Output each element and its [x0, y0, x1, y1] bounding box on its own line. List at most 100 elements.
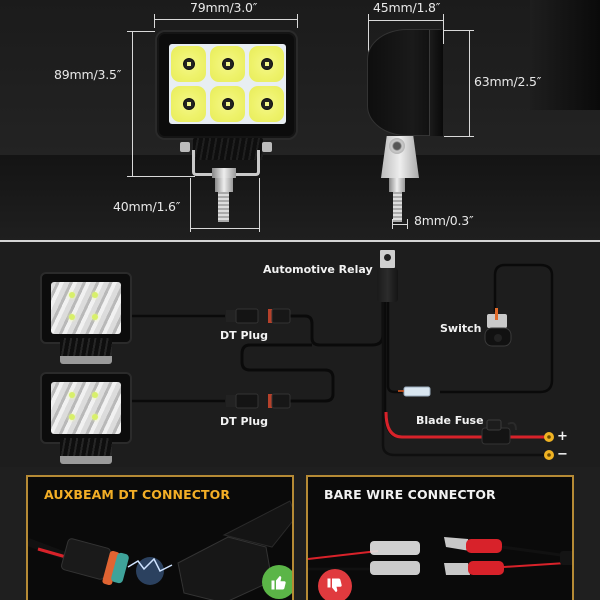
bare-wire-title: BARE WIRE CONNECTOR [324, 487, 496, 502]
dt-male-housing [177, 536, 273, 600]
mount-nut [212, 168, 236, 178]
relay-mount-tab [380, 250, 395, 268]
dim-tick [127, 31, 155, 32]
spark [127, 557, 173, 573]
relay-switch-wire [386, 300, 402, 394]
dim-tick [368, 14, 369, 54]
female-spade-terminal [370, 541, 420, 555]
led-cell [249, 86, 284, 122]
light-pod-bottom [40, 372, 132, 444]
led-cell [210, 86, 245, 122]
positive-wire [384, 411, 548, 439]
light-pod-lens [51, 382, 121, 434]
automotive-relay [377, 268, 398, 302]
thumbs-down-badge [318, 569, 352, 600]
led-cell [210, 46, 245, 82]
led [92, 292, 98, 298]
dim-tick [190, 178, 191, 232]
negative-sign: − [557, 447, 568, 462]
switch-connector [403, 386, 431, 397]
bracket-pivot-bolt [262, 142, 272, 152]
fuse-cap-tether [507, 421, 517, 431]
side-height-label: 63mm/2.5″ [474, 74, 542, 89]
female-spade-terminal [370, 561, 420, 575]
dim-tick [297, 14, 298, 28]
harness-bottom-branch [240, 343, 335, 403]
led-cell [171, 46, 206, 82]
front-lamp-heatsink [193, 138, 263, 160]
front-width-line [154, 19, 298, 20]
bolt-diameter-label: 8mm/0.3″ [414, 213, 474, 228]
red-insulator [468, 561, 504, 575]
led-cell [249, 46, 284, 82]
led [69, 414, 75, 420]
dt-connector-panel: AUXBEAM DT CONNECTOR [26, 475, 294, 600]
dimensions-section: 79mm/3.0″ 89mm/3.5″ 40mm/1.6″ 45mm/1.8″ [0, 0, 600, 240]
switch-label: Switch [440, 322, 482, 335]
mount-bolt [393, 192, 402, 222]
light-pod-top [40, 272, 132, 344]
side-height-line [469, 30, 470, 137]
led [69, 292, 75, 298]
backdrop-floor [0, 155, 600, 240]
connector-comparison-section: AUXBEAM DT CONNECTOR BARE WIRE CONNECTOR [0, 467, 600, 600]
bracket-width-label: 40mm/1.6″ [113, 199, 181, 214]
thumbs-down-icon [327, 578, 342, 592]
mount-nut [215, 178, 233, 192]
front-height-label: 89mm/3.5″ [54, 67, 122, 82]
mount-bolt [218, 192, 229, 222]
male-spade-terminal [444, 563, 470, 575]
wiring-diagram-section: Automotive Relay Switch DT Plug DT Plug … [0, 242, 600, 467]
thumbs-up-icon [271, 576, 286, 590]
dim-tick [392, 219, 393, 229]
dt-connector-image [28, 500, 292, 600]
led-cell [171, 86, 206, 122]
led [92, 392, 98, 398]
side-mount-knob [389, 138, 405, 154]
led [69, 392, 75, 398]
front-width-label: 79mm/3.0″ [190, 0, 258, 15]
rocker-switch [484, 308, 512, 347]
bolt-diameter-line [392, 224, 408, 225]
dim-tick [444, 30, 474, 31]
side-lamp-face [429, 30, 443, 136]
backdrop-wall [0, 0, 600, 155]
dt-plug-label-bottom: DT Plug [220, 415, 269, 428]
relay-label: Automotive Relay [263, 263, 373, 276]
switch-wire-loop [440, 263, 554, 394]
dim-tick [443, 14, 444, 44]
side-depth-label: 45mm/1.8″ [373, 0, 441, 15]
backdrop-shadow [530, 0, 600, 110]
led-lens-grid [169, 44, 286, 124]
side-depth-line [368, 20, 444, 21]
bracket-pivot-bolt [180, 142, 190, 152]
negative-wire [381, 300, 548, 457]
dt-plug-top [226, 308, 291, 324]
front-lamp-image [155, 30, 298, 140]
dim-tick [259, 178, 260, 232]
led [92, 414, 98, 420]
dim-tick [154, 14, 155, 28]
section-divider [0, 240, 600, 242]
bare-wire-image [308, 537, 572, 575]
led [69, 314, 75, 320]
dt-connector-title: AUXBEAM DT CONNECTOR [44, 487, 231, 502]
blade-fuse-label: Blade Fuse [416, 414, 484, 427]
dt-plug-label-top: DT Plug [220, 329, 269, 342]
harness-top-branch [290, 300, 385, 347]
dim-tick [407, 219, 408, 229]
wiring-harness [130, 263, 554, 460]
blade-fuse-cap [486, 419, 502, 431]
led [92, 314, 98, 320]
mount-nut [389, 178, 405, 192]
bare-wire-panel: BARE WIRE CONNECTOR [306, 475, 574, 600]
dim-tick [444, 136, 474, 137]
dim-tick [127, 176, 195, 177]
front-height-line [132, 31, 133, 176]
thumbs-up-badge [262, 565, 292, 599]
bracket-width-line [190, 228, 260, 229]
positive-sign: + [557, 429, 568, 444]
light-pod-mount [60, 438, 112, 464]
dt-plug-bottom [226, 393, 291, 409]
red-insulator [466, 539, 502, 553]
